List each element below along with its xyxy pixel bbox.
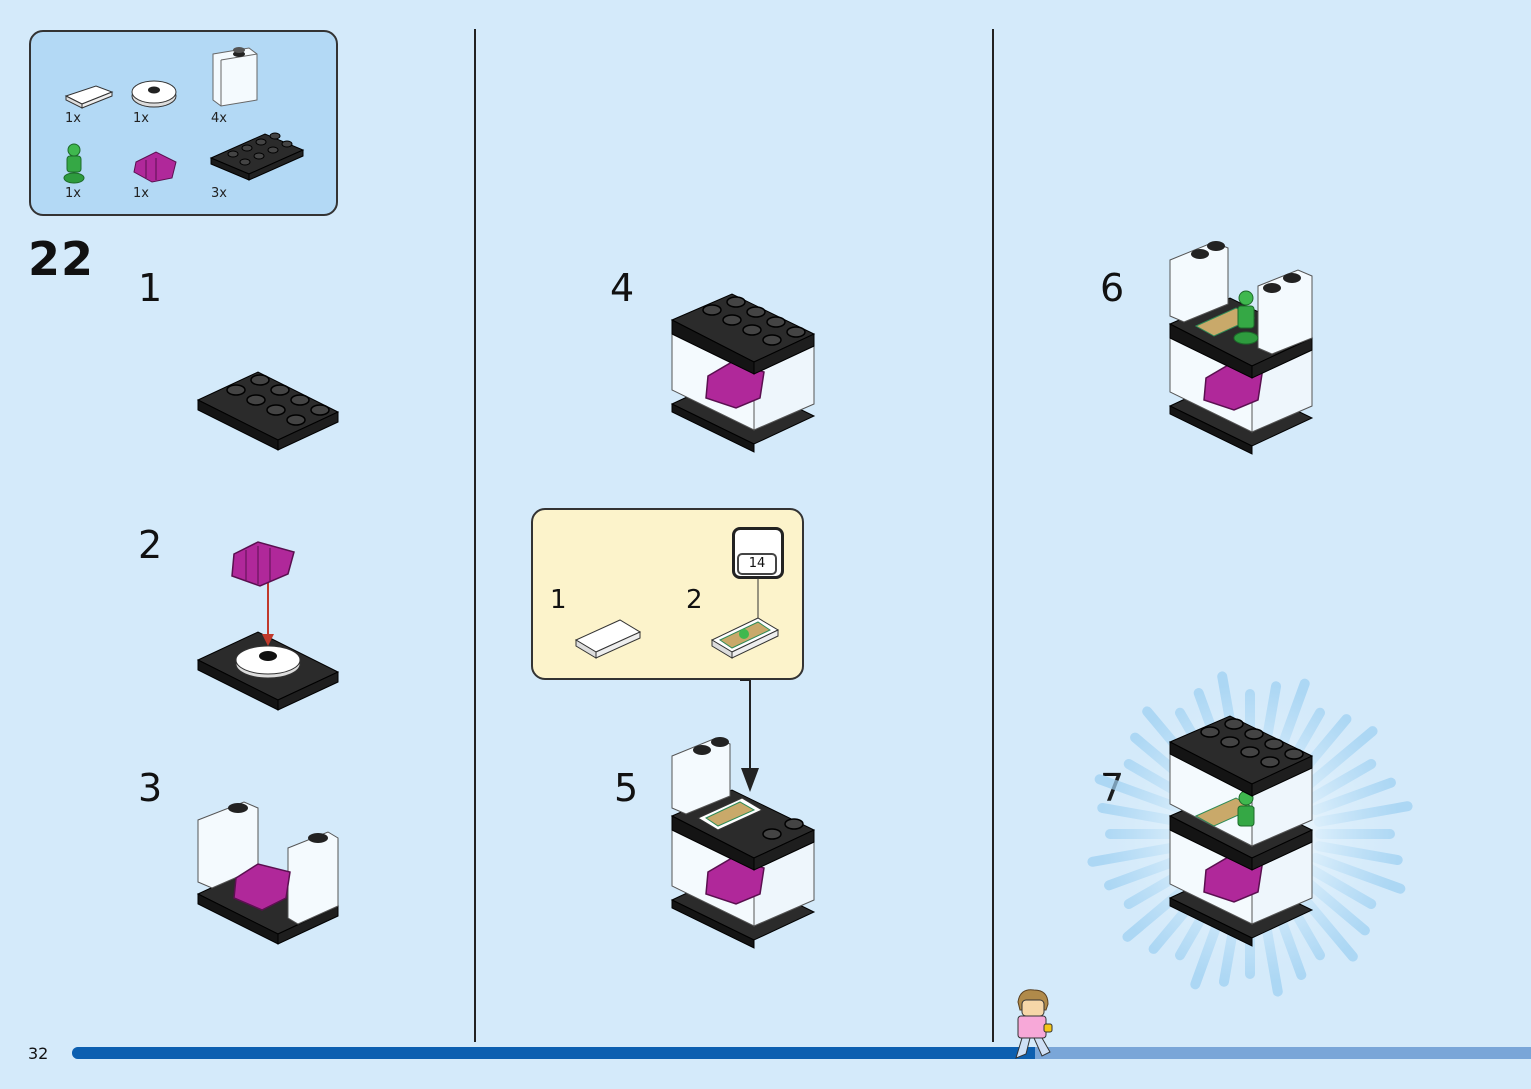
parts-list-box [29, 30, 338, 216]
transparent-panel-icon [212, 47, 258, 107]
step3-panels-illustration [196, 801, 340, 945]
column-divider [992, 29, 994, 1042]
step6-two-level-display-illustration [1168, 241, 1314, 455]
callout-sticker-tile-illustration [710, 578, 780, 659]
step-number: 1 [138, 266, 163, 310]
progress-fill [72, 1047, 1035, 1059]
step-number: 4 [610, 266, 635, 310]
step5-tile-placement-illustration [670, 737, 816, 949]
part-qty: 1x [65, 111, 81, 126]
callout-substep-number: 2 [686, 585, 703, 615]
column-divider [474, 29, 476, 1042]
black-plate-icon [209, 132, 305, 181]
page-number: 32 [28, 1044, 49, 1063]
part-qty: 4x [211, 111, 227, 126]
callout-arrow [740, 679, 759, 792]
part-qty: 1x [133, 186, 149, 201]
step-number: 6 [1100, 266, 1125, 310]
callout-white-tile-illustration [574, 619, 642, 659]
magenta-hand-icon [133, 151, 177, 183]
step-number: 3 [138, 766, 163, 810]
white-tile-icon [64, 85, 114, 109]
sticker-number: 14 [737, 553, 777, 575]
part-qty: 1x [65, 186, 81, 201]
part-qty: 1x [133, 111, 149, 126]
part-qty: 3x [211, 186, 227, 201]
step-number: 5 [614, 766, 639, 810]
page-step-number: 22 [28, 232, 95, 286]
round-plate-icon [131, 80, 177, 108]
step7-finished-display-illustration [1168, 715, 1314, 947]
minifigure-progress-icon [1015, 989, 1053, 1059]
step1-black-plate-illustration [196, 371, 340, 451]
callout-substep-number: 1 [550, 585, 567, 615]
green-statuette-icon [63, 143, 85, 184]
step2-hand-on-plate-illustration [196, 541, 340, 711]
step4-stacked-plate-illustration [670, 293, 816, 453]
step-number: 2 [138, 523, 163, 567]
